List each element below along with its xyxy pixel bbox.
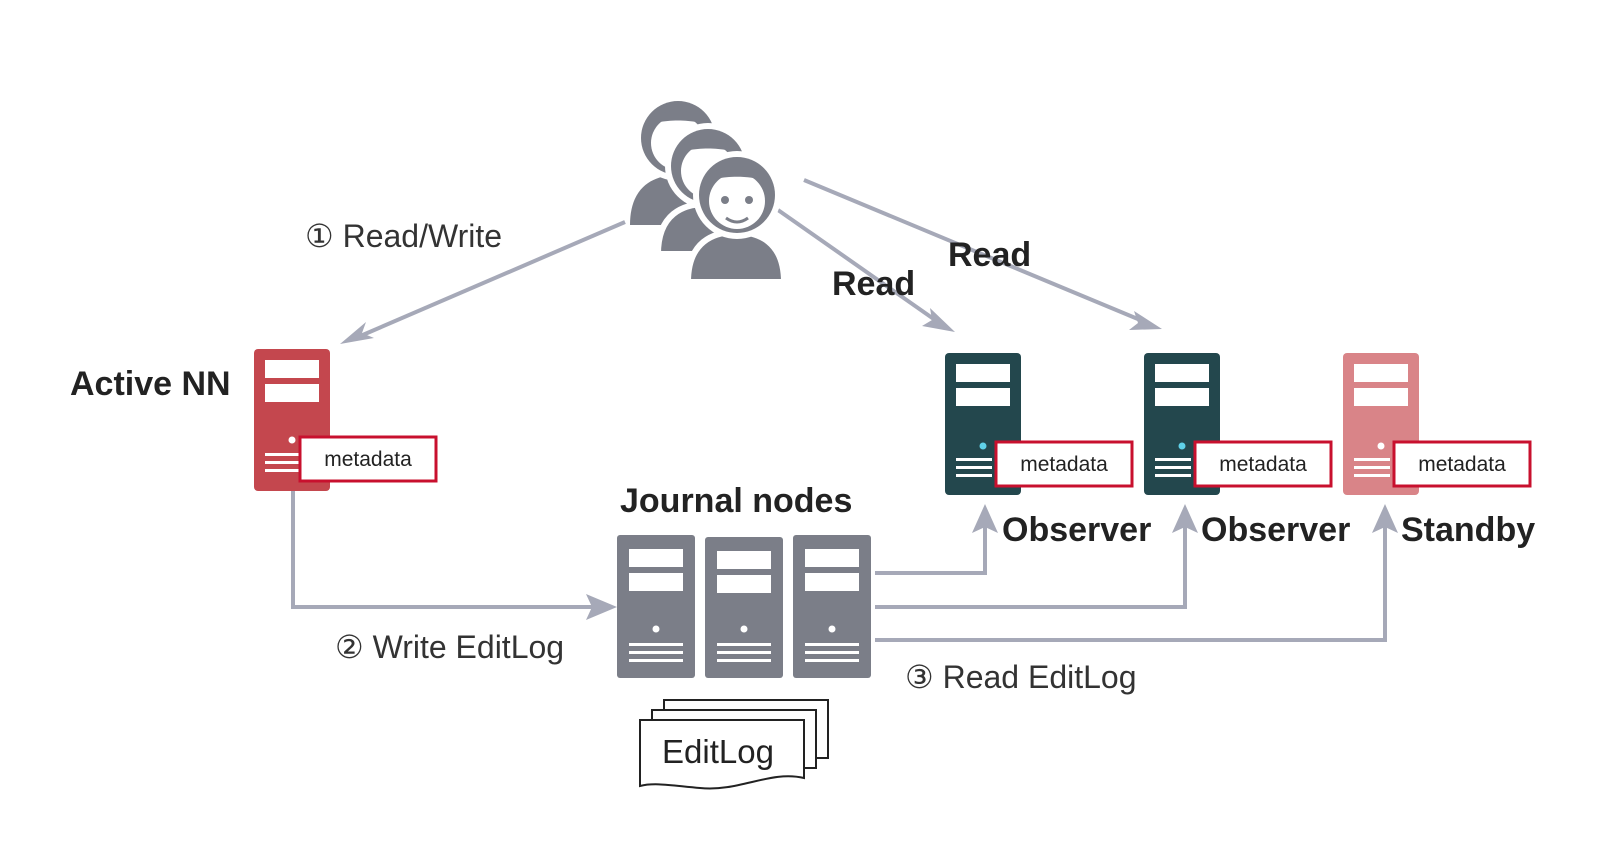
journal-nodes-servers xyxy=(617,535,871,678)
observer-1-label: Observer xyxy=(1002,511,1151,549)
observer-1-server: metadata xyxy=(945,353,1134,495)
metadata-box-observer-2: metadata xyxy=(1193,440,1333,488)
arrow-users-to-active xyxy=(357,220,626,339)
metadata-box-standby: metadata xyxy=(1392,440,1532,488)
metadata-label-standby: metadata xyxy=(1418,453,1506,476)
read-editlog-label: ③ Read EditLog xyxy=(905,659,1137,695)
editlog-doc-label: EditLog xyxy=(662,733,774,770)
users-icon xyxy=(630,95,788,285)
arrowhead-users-to-observer-1 xyxy=(922,308,955,332)
arrow-journal-to-observer-1 xyxy=(875,523,987,575)
journal-nodes-label: Journal nodes xyxy=(620,482,852,520)
arrowhead-users-to-active xyxy=(340,322,374,344)
arrow-journal-to-standby xyxy=(875,523,1387,642)
arrowhead-journal-to-standby xyxy=(1372,504,1398,533)
arrow-users-to-observer-1 xyxy=(776,208,940,324)
active-nn-label: Active NN xyxy=(70,365,231,403)
metadata-label-observer-2: metadata xyxy=(1219,453,1307,476)
observer-2-server: metadata xyxy=(1144,353,1333,495)
arrow-journal-to-observer-2 xyxy=(875,523,1187,609)
user-icon-front xyxy=(684,151,788,285)
read-label-1: Read xyxy=(832,265,915,303)
arrow-users-to-observer-2 xyxy=(803,178,1146,324)
active-nn-server: metadata xyxy=(254,349,438,491)
standby-label: Standby xyxy=(1401,511,1535,549)
standby-server: metadata xyxy=(1343,353,1532,495)
arrows xyxy=(291,178,1398,642)
editlog-document-icon: EditLog xyxy=(639,699,829,790)
journal-node-3 xyxy=(793,535,871,678)
observer-2-label: Observer xyxy=(1201,511,1350,549)
journal-node-1 xyxy=(617,535,695,678)
metadata-label-observer-1: metadata xyxy=(1020,453,1108,476)
metadata-box-active: metadata xyxy=(298,435,438,483)
metadata-label-active: metadata xyxy=(324,448,412,471)
metadata-box-observer-1: metadata xyxy=(994,440,1134,488)
write-editlog-label: ② Write EditLog xyxy=(335,629,564,665)
arrowhead-journal-to-observer-1 xyxy=(972,504,998,533)
read-write-label: ① Read/Write xyxy=(305,218,502,254)
read-label-2: Read xyxy=(948,236,1031,274)
arrowhead-journal-to-observer-2 xyxy=(1172,504,1198,533)
journal-node-2 xyxy=(705,537,783,678)
arrowhead-write-editlog xyxy=(586,594,617,620)
arrowhead-users-to-observer-2 xyxy=(1129,311,1162,330)
arrow-write-editlog xyxy=(291,490,598,609)
